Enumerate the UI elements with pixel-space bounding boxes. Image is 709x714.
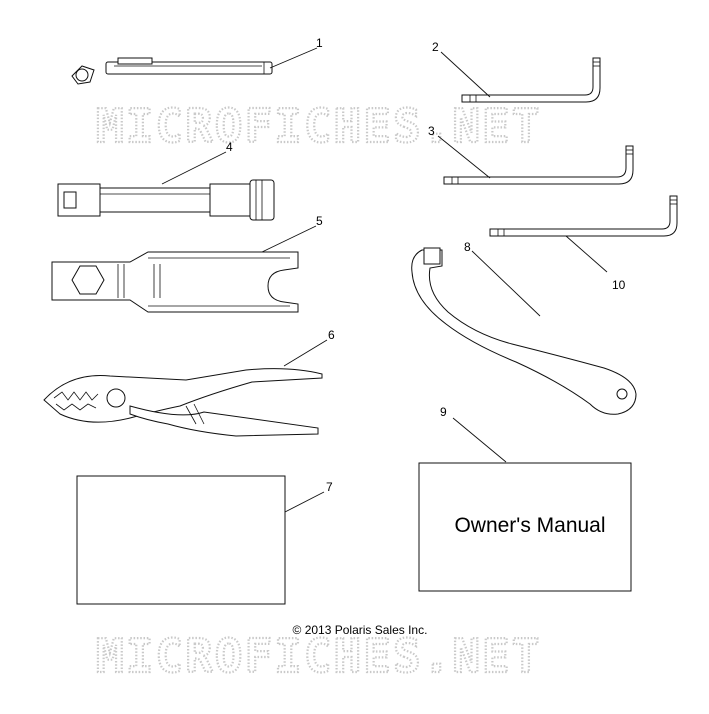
part-1-screwdriver — [71, 57, 273, 85]
watermark-bottom: MICROFICHES.NET — [96, 629, 541, 683]
leader-2 — [440, 51, 491, 98]
callout-5: 5 — [316, 214, 323, 228]
part-6-pliers — [43, 368, 323, 437]
part-10-hex-key — [489, 195, 678, 237]
callout-7: 7 — [326, 480, 333, 494]
part-4-socket-wrench — [57, 179, 275, 221]
callout-9: 9 — [440, 405, 447, 419]
callout-1: 1 — [316, 36, 323, 50]
leader-9 — [452, 417, 507, 463]
leader-10 — [565, 235, 608, 273]
leader-8 — [471, 250, 541, 317]
manual-label: Owner's Manual — [454, 514, 605, 537]
leader-3 — [437, 135, 491, 179]
part-5-spanner-wrench — [51, 251, 299, 313]
part-7-document — [76, 475, 286, 605]
part-8-hook-wrench — [411, 247, 637, 415]
leader-7 — [284, 491, 325, 513]
callout-8: 8 — [464, 240, 471, 254]
part-9-owners-manual: Owner's Manual — [418, 462, 632, 592]
leader-1 — [269, 47, 318, 69]
watermark-top: MICROFICHES.NET — [96, 99, 541, 153]
leader-5 — [261, 225, 317, 253]
callout-3: 3 — [428, 124, 435, 138]
callout-2: 2 — [432, 40, 439, 54]
callout-4: 4 — [226, 140, 233, 154]
leader-4 — [161, 151, 227, 185]
callout-10: 10 — [612, 278, 626, 292]
callout-6: 6 — [328, 328, 335, 342]
leader-6 — [283, 339, 328, 367]
part-2-hex-key — [461, 57, 601, 103]
copyright-text: © 2013 Polaris Sales Inc. — [293, 623, 428, 637]
part-3-hex-key — [443, 145, 634, 185]
